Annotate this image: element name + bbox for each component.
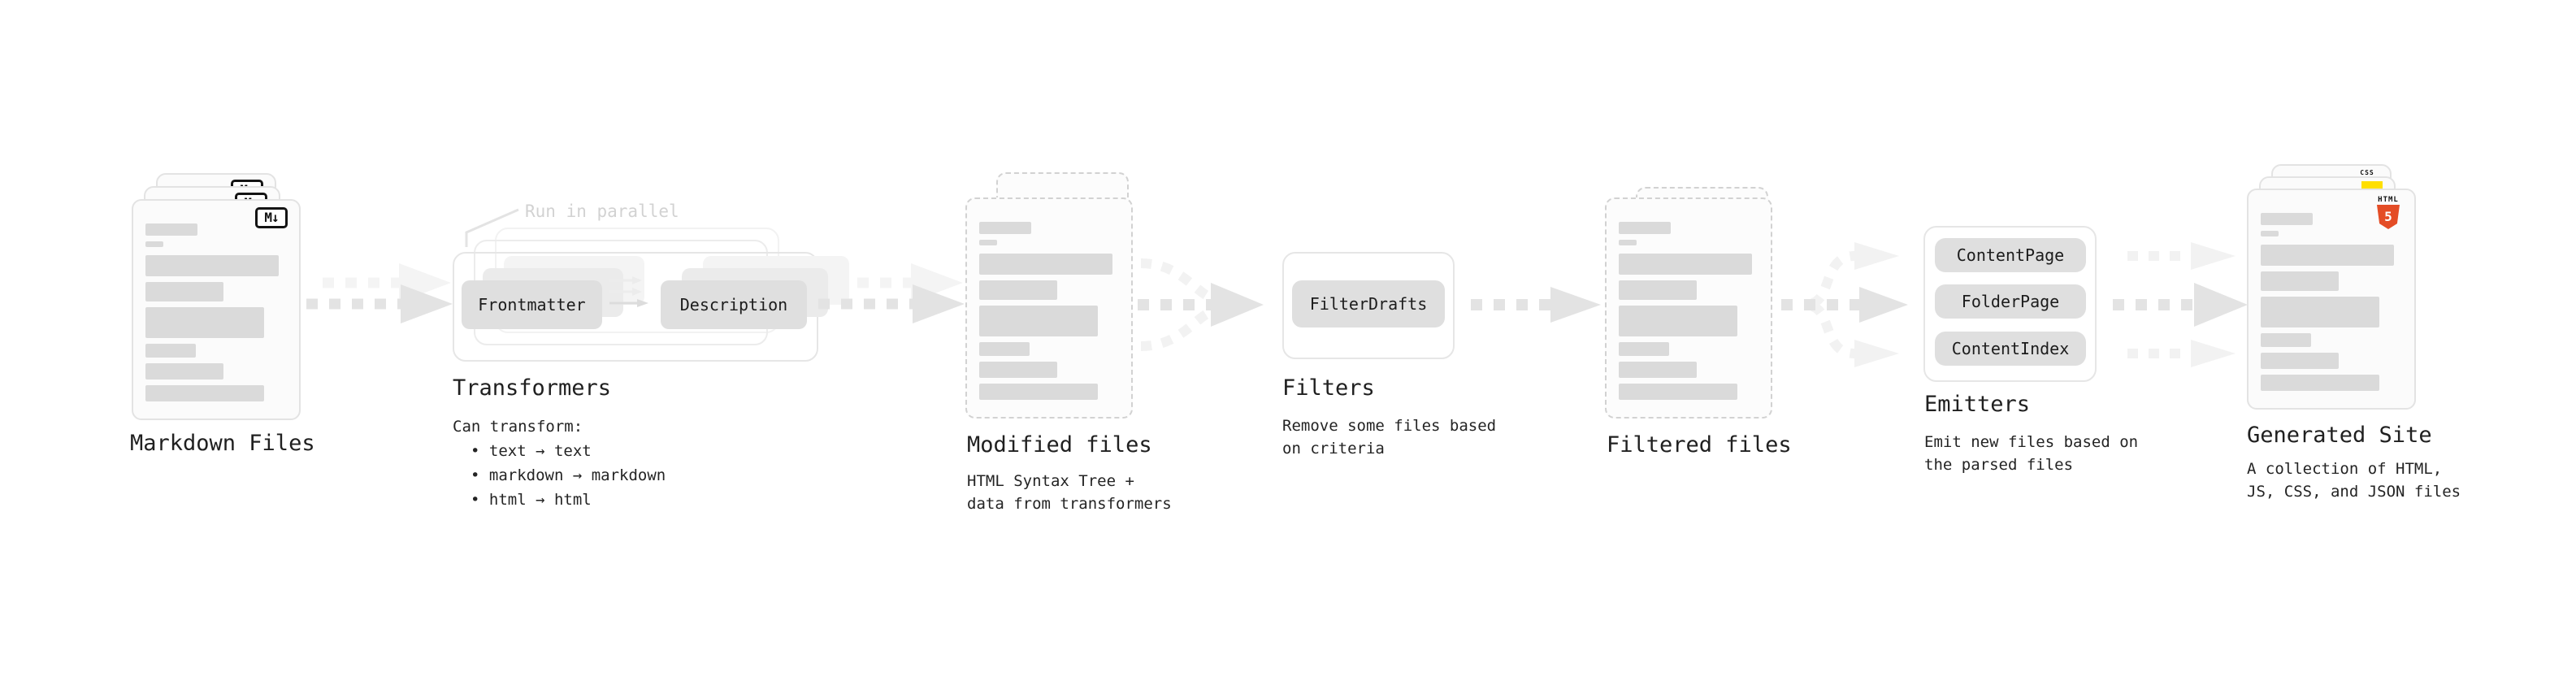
text-line-placeholder — [1619, 384, 1737, 400]
text-line-placeholder — [1619, 240, 1637, 245]
text-line-placeholder — [2261, 375, 2379, 391]
markdown-icon: M↓ — [255, 207, 288, 228]
folderpage-chip: FolderPage — [1935, 284, 2086, 319]
flow-arrow-merge-icon — [1138, 258, 1264, 351]
text-line-placeholder — [145, 307, 264, 338]
text-line-placeholder — [1619, 362, 1697, 378]
text-line-placeholder — [2261, 297, 2379, 327]
text-line-placeholder — [145, 241, 163, 247]
stage-caption-generated-site: Generated Site — [2247, 423, 2432, 448]
emitters-description: Emit new files based on the parsed files — [1924, 433, 2139, 474]
contentindex-chip: ContentIndex — [1935, 332, 2086, 366]
stage-caption-modified-files: Modified files — [967, 432, 1152, 458]
description-chip: Description — [661, 280, 807, 329]
html5-badge-shield: 5 — [2377, 205, 2400, 229]
stage-caption-emitters: Emitters — [1924, 392, 2031, 417]
text-line-placeholder — [1619, 280, 1697, 300]
text-line-placeholder — [979, 342, 1030, 356]
text-line-placeholder — [145, 344, 196, 358]
text-line-placeholder — [145, 255, 279, 276]
css-badge-label: CSS — [2360, 169, 2374, 176]
text-line-placeholder — [1619, 342, 1669, 356]
text-line-placeholder — [979, 362, 1057, 378]
text-line-placeholder — [2261, 271, 2339, 291]
stage-caption-filtered-files: Filtered files — [1607, 432, 1792, 458]
text-line-placeholder — [145, 223, 197, 236]
generated-file-card-front: HTML 5 — [2247, 189, 2416, 410]
text-line-placeholder — [145, 363, 223, 380]
stage-caption-filters: Filters — [1282, 375, 1375, 401]
modified-files-description: HTML Syntax Tree + data from transformer… — [967, 472, 1172, 513]
filterdrafts-chip: FilterDrafts — [1292, 280, 1445, 327]
text-line-placeholder — [145, 385, 264, 401]
flow-arrow-fanout-icon — [1781, 242, 1908, 367]
html5-file-icon: HTML 5 — [2372, 196, 2405, 229]
can-transform-title: Can transform: — [453, 418, 583, 436]
text-line-placeholder — [979, 306, 1098, 336]
text-line-placeholder — [979, 280, 1057, 300]
filters-description: Remove some files based on criteria — [1282, 417, 1497, 458]
parallel-arrows-icon — [609, 276, 648, 307]
callout-line — [465, 208, 519, 247]
stage-caption-transformers: Transformers — [453, 375, 612, 401]
bullet-item: • markdown → markdown — [471, 466, 666, 484]
contentpage-chip: ContentPage — [1935, 238, 2086, 272]
filtered-file-card-front — [1605, 197, 1772, 419]
modified-file-card-front — [965, 197, 1133, 419]
transformers-description: Can transform: • text → text • markdown … — [453, 414, 666, 512]
emitters-box — [1923, 226, 2097, 382]
text-line-placeholder — [2261, 333, 2311, 347]
text-line-placeholder — [2261, 245, 2394, 266]
text-line-placeholder — [979, 384, 1098, 400]
generated-site-description: A collection of HTML, JS, CSS, and JSON … — [2247, 460, 2461, 501]
filters-box — [1282, 252, 1455, 359]
bullet-item: • html → html — [471, 491, 592, 509]
markdown-file-card-front: M↓ — [132, 199, 301, 420]
text-line-placeholder — [2261, 353, 2339, 369]
text-line-placeholder — [2261, 213, 2313, 225]
frontmatter-chip: Frontmatter — [462, 280, 602, 329]
text-line-placeholder — [979, 240, 997, 245]
text-line-placeholder — [979, 254, 1112, 275]
bullet-item: • text → text — [471, 442, 592, 460]
text-line-placeholder — [1619, 306, 1737, 336]
flow-arrow-icon — [1471, 287, 1601, 323]
flow-arrow-triple-icon — [2113, 242, 2248, 367]
text-line-placeholder — [1619, 254, 1752, 275]
text-line-placeholder — [979, 222, 1031, 234]
stage-caption-markdown-files: Markdown Files — [130, 431, 315, 456]
html5-badge-label: HTML — [2378, 196, 2399, 204]
text-line-placeholder — [2261, 231, 2279, 236]
flow-arrow-double-icon — [818, 263, 965, 323]
text-line-placeholder — [1619, 222, 1671, 234]
run-in-parallel-note: Run in parallel — [525, 202, 679, 221]
text-line-placeholder — [145, 282, 223, 301]
flow-arrow-double-icon — [306, 263, 453, 323]
